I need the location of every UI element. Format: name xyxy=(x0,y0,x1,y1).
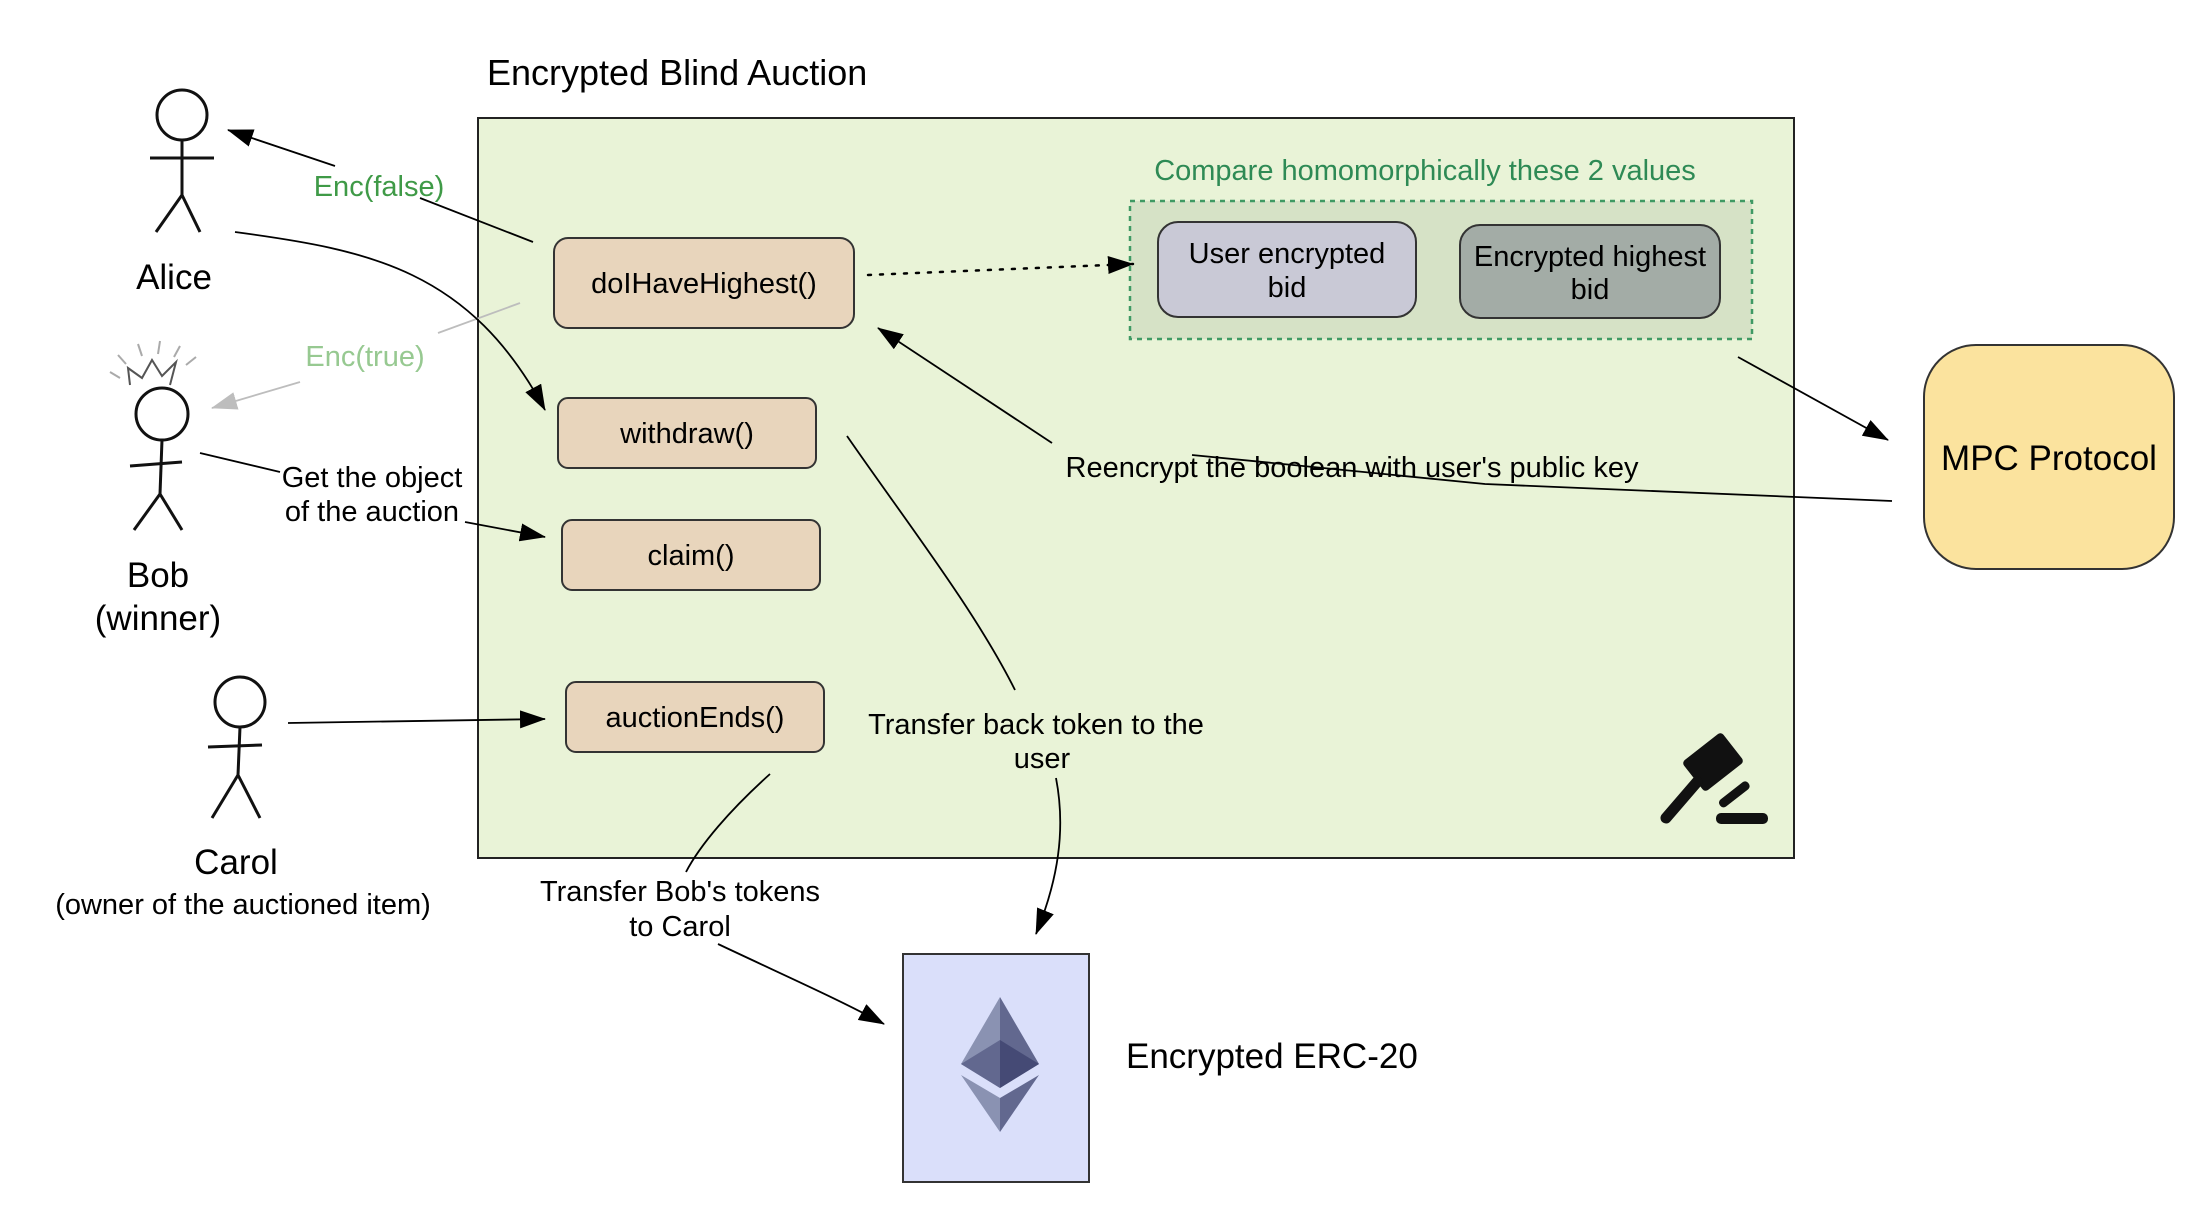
transfer-bob-line1: Transfer Bob's tokens xyxy=(540,876,820,908)
mpc-protocol-box xyxy=(1923,344,2175,570)
edge-enc-false xyxy=(419,197,534,243)
svg-text:Transfer back token to the: Transfer back token to the xyxy=(868,709,1204,741)
edge-alice-withdraw xyxy=(234,231,546,411)
edge-enc-false-head xyxy=(227,129,336,167)
edge-bob-claim xyxy=(199,452,281,473)
diagram-title: Encrypted Blind Auction xyxy=(487,52,867,93)
claim-box[interactable] xyxy=(561,519,821,591)
edge-carol-auction-ends xyxy=(287,710,546,729)
user-encrypted-bid-box xyxy=(1157,221,1417,318)
edge-reencrypt xyxy=(1191,454,1893,502)
encrypted-highest-bid-box xyxy=(1459,224,1721,319)
reencrypt-label: Reencrypt the boolean with user's public… xyxy=(1066,452,1639,484)
svg-text:user: user xyxy=(1014,743,1071,775)
edge-enc-true-head xyxy=(211,381,301,410)
alice-label: Alice xyxy=(136,258,212,297)
highest-bid-line1: Encrypted highest xyxy=(1474,241,1706,273)
carol-label: Carol xyxy=(194,843,278,882)
do-i-have-highest-box[interactable] xyxy=(553,237,855,329)
transfer-back-line1: Transfer back token to the xyxy=(868,709,1204,741)
highest-bid-line2: bid xyxy=(1571,274,1610,306)
edge-withdraw-erc20-head xyxy=(1035,777,1062,935)
edge-auction-ends-erc20 xyxy=(685,773,771,873)
transfer-back-line2: user xyxy=(1014,743,1071,775)
auction-ends-box[interactable] xyxy=(565,681,825,753)
svg-text:User encrypted: User encrypted xyxy=(1189,238,1386,270)
enc-false-label: Enc(false) xyxy=(314,171,445,203)
bob-figure xyxy=(129,386,190,531)
get-object-line2: of the auction xyxy=(285,496,459,528)
bob-winner-label: (winner) xyxy=(95,599,221,638)
erc20-label: Encrypted ERC-20 xyxy=(1126,1037,1418,1076)
compare-label: Compare homomorphically these 2 values xyxy=(1154,155,1696,187)
edge-withdraw-erc20 xyxy=(846,435,1016,691)
withdraw-label: withdraw() xyxy=(619,418,754,450)
carol-note: (owner of the auctioned item) xyxy=(55,889,431,921)
gavel-icon xyxy=(1660,733,1768,824)
edge-enc-true xyxy=(437,302,521,334)
edge-bob-claim-head xyxy=(464,521,546,542)
svg-text:to Carol: to Carol xyxy=(629,911,731,943)
transfer-bob-line2: to Carol xyxy=(629,911,731,943)
edge-compare-mpc xyxy=(1737,356,1889,441)
claim-label: claim() xyxy=(648,540,735,572)
svg-text:Bob: Bob xyxy=(127,556,189,595)
svg-text:Transfer Bob's tokens: Transfer Bob's tokens xyxy=(540,876,820,908)
alice-figure xyxy=(150,88,214,233)
get-object-line1: Get the object xyxy=(282,462,463,494)
withdraw-box[interactable] xyxy=(557,397,817,469)
edge-reencrypt-head xyxy=(877,327,1053,444)
do-i-have-highest-label: doIHaveHighest() xyxy=(591,268,817,300)
crown-icon xyxy=(109,340,197,386)
svg-text:(winner): (winner) xyxy=(95,599,221,638)
carol-figure xyxy=(207,675,267,819)
auction-ends-label: auctionEnds() xyxy=(606,702,785,734)
bob-label: Bob xyxy=(127,556,189,595)
user-bid-line2: bid xyxy=(1268,272,1307,304)
ethereum-icon xyxy=(961,997,1039,1132)
svg-text:bid: bid xyxy=(1571,274,1610,306)
edge-compare-dotted xyxy=(866,256,1135,277)
svg-text:Get the object: Get the object xyxy=(282,462,463,494)
mpc-protocol-label: MPC Protocol xyxy=(1941,439,2157,478)
svg-text:of the auction: of the auction xyxy=(285,496,459,528)
svg-text:Encrypted highest: Encrypted highest xyxy=(1474,241,1706,273)
enc-true-label: Enc(true) xyxy=(305,341,424,373)
user-bid-line1: User encrypted xyxy=(1189,238,1386,270)
svg-text:bid: bid xyxy=(1268,272,1307,304)
edge-auction-ends-erc20-head xyxy=(717,943,885,1025)
